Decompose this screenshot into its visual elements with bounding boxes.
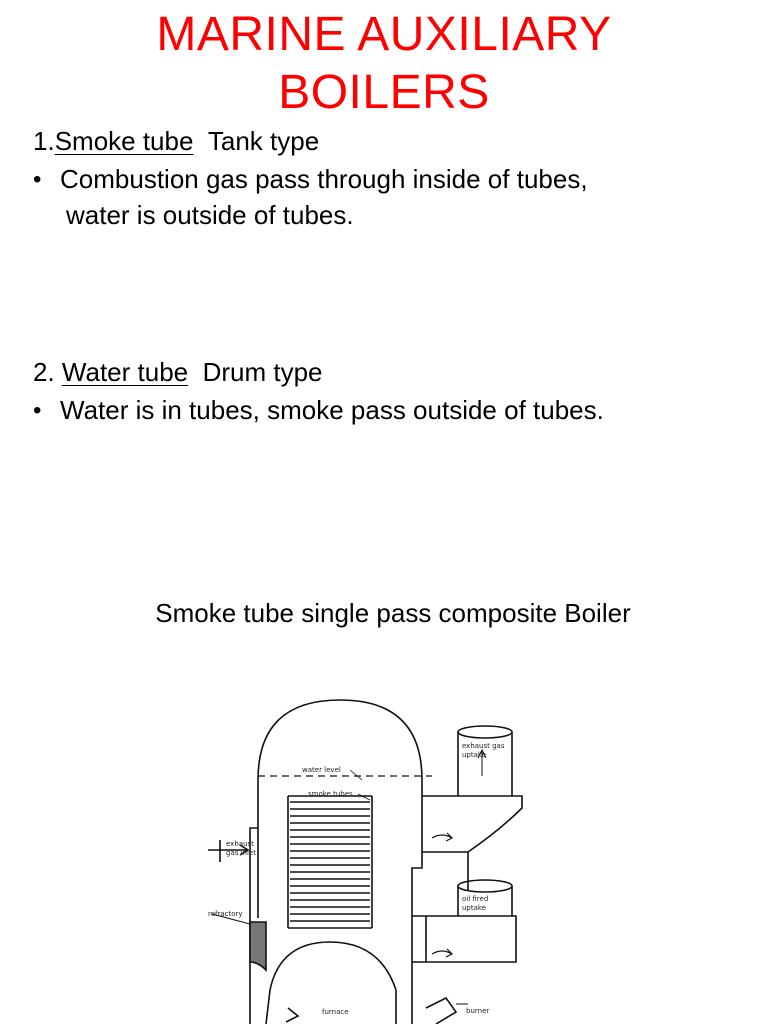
section-2-number: 2.: [33, 357, 55, 387]
section-2-name: Water tube: [61, 357, 189, 387]
title-line-2: BOILERS: [278, 66, 490, 119]
label-oil-fired-uptake-2: uptake: [462, 904, 486, 912]
label-refractory: refractory: [208, 910, 243, 918]
smoke-tubes: [290, 801, 370, 922]
label-exhaust-gas-inlet-2: gas inlet: [226, 849, 256, 857]
section-1-number: 1.: [33, 126, 55, 156]
section-1-type: Tank type: [207, 126, 320, 156]
label-smoke-tubes: smoke tubes: [308, 790, 353, 798]
boiler-dome: [257, 699, 423, 796]
section-1-bullet-line-1: Combustion gas pass through inside of tu…: [60, 164, 588, 194]
page-title: MARINE AUXILIARY BOILERS: [0, 6, 768, 122]
label-exhaust-gas-uptake-2: uptake: [462, 751, 486, 759]
label-water-level: water level: [302, 766, 341, 774]
boiler-diagram: water level smoke tubes exhaust gas upta…: [208, 699, 523, 1024]
refractory-block: [249, 921, 267, 972]
label-exhaust-gas-uptake: exhaust gas: [462, 742, 505, 750]
diagram-caption: Smoke tube single pass composite Boiler: [155, 598, 631, 628]
bullet-icon: •: [33, 166, 42, 193]
title-line-1: MARINE AUXILIARY: [156, 8, 612, 61]
section-2-bullet-line-1: Water is in tubes, smoke pass outside of…: [60, 395, 604, 425]
section-1-name: Smoke tube: [54, 126, 194, 156]
label-furnace: furnace: [322, 1008, 349, 1016]
section-1-bullet-line-2: water is outside of tubes.: [66, 200, 354, 230]
label-burner: burner: [466, 1007, 489, 1015]
section-1-heading: 1.Smoke tube Tank type: [33, 126, 319, 156]
section-2-type: Drum type: [202, 357, 323, 387]
furnace-shape: [265, 941, 397, 1024]
label-exhaust-gas-inlet: exhaust: [226, 840, 254, 848]
section-2-heading: 2. Water tube Drum type: [33, 357, 323, 387]
bullet-icon: •: [33, 397, 42, 424]
label-oil-fired-uptake: oil fired: [462, 895, 488, 903]
